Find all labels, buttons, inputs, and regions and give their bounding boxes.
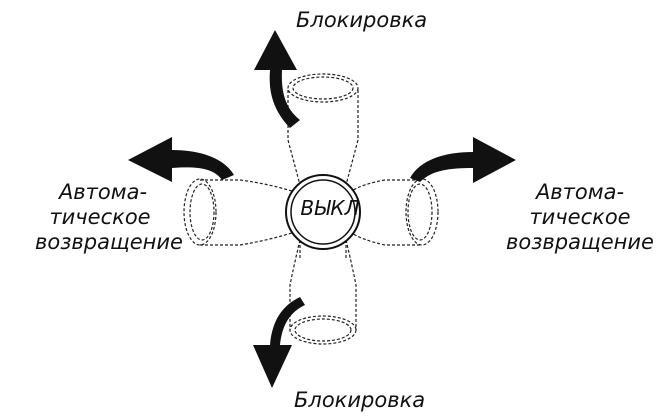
auto-return-left-line2: тическое (49, 205, 151, 229)
lock-label-top: Блокировка (296, 8, 428, 32)
arrow-left-return (128, 137, 234, 182)
auto-return-label-right: Автома- тическое возвращение (505, 180, 655, 255)
auto-return-label-left: Автома- тическое возвращение (35, 180, 183, 255)
auto-return-right-line2: тическое (529, 205, 631, 229)
auto-return-left-line1: Автома- (58, 180, 148, 204)
auto-return-left-line3: возвращение (35, 230, 183, 254)
vertical-barrel (287, 73, 359, 345)
arrow-down-lock (253, 297, 305, 388)
off-label: ВЫКЛ (300, 196, 360, 220)
auto-return-right-line1: Автома- (535, 180, 625, 204)
auto-return-right-line3: возвращение (506, 230, 654, 254)
arrow-up-lock (254, 30, 300, 128)
off-knob (285, 174, 361, 250)
lock-label-bottom: Блокировка (294, 388, 426, 412)
horizontal-barrel (183, 178, 439, 246)
arrow-right-return (410, 137, 516, 183)
